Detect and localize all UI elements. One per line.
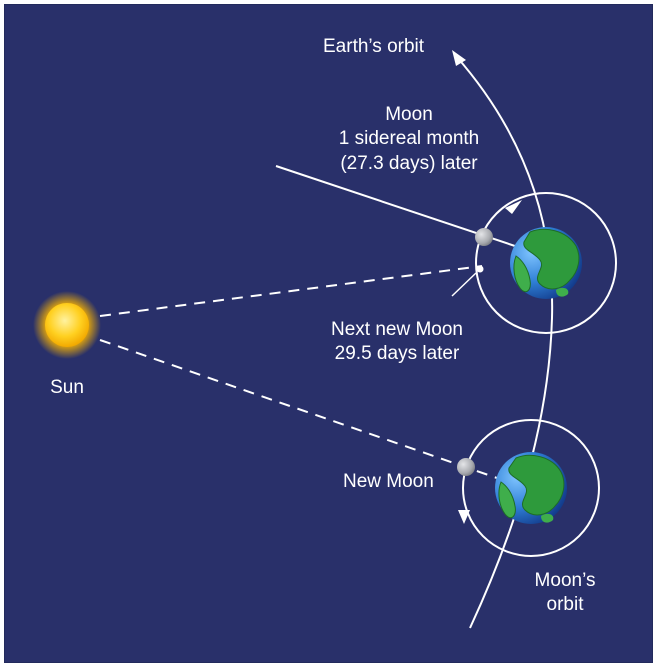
sun-to-new-moon-line (99, 339, 521, 487)
new-moon-label: New Moon (343, 471, 434, 492)
earth-upper (510, 227, 582, 299)
moon-later-label-line1: Moon (385, 104, 433, 125)
sun (45, 303, 89, 347)
moons-orbit-label-line2: orbit (547, 594, 585, 615)
moon-later-label-line2: 1 sidereal month (339, 128, 479, 149)
earths-orbit-label: Earth’s orbit (323, 36, 425, 57)
next-new-moon-pointer (451, 272, 477, 297)
earth-orbit-arrowhead (452, 50, 466, 66)
sun-label: Sun (50, 377, 84, 398)
next-new-moon-marker (476, 265, 484, 273)
next-new-moon-label-line1: Next new Moon (331, 319, 463, 340)
moons-orbit-label-line1: Moon’s (535, 570, 596, 591)
lower-orbit-arrowhead (458, 510, 470, 524)
moon-sidereal-position (475, 228, 493, 246)
moon-later-label-line3: (27.3 days) later (340, 153, 478, 174)
upper-orbit-arrowhead (505, 200, 522, 214)
moon-new-position (457, 458, 475, 476)
earth-orbit-path (455, 55, 554, 629)
next-new-moon-label-line2: 29.5 days later (335, 343, 460, 364)
earth-lower (495, 452, 567, 524)
moon-orbit-upper (475, 192, 617, 334)
moon-orbit-lower (462, 419, 600, 557)
sun-to-next-new-moon-line (99, 265, 483, 317)
